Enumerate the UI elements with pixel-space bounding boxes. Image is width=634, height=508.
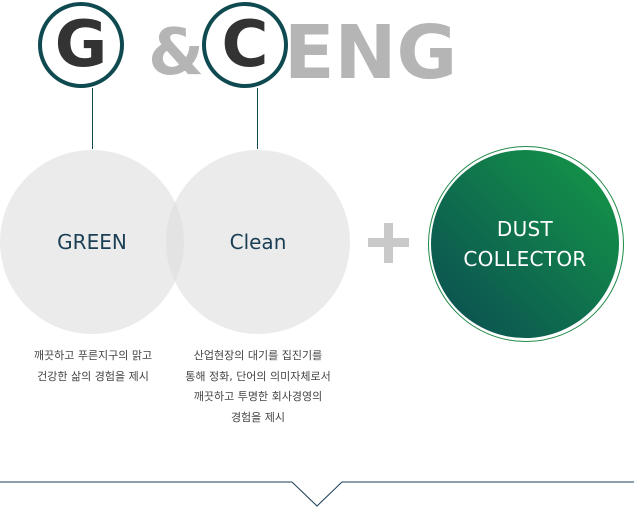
connector-line-c: [257, 88, 258, 149]
dust-collector-circle: DUST COLLECTOR: [431, 150, 619, 338]
green-circle: GREEN: [0, 150, 184, 334]
dust-collector-ring: [428, 146, 624, 342]
connector-line-g: [92, 88, 93, 149]
clean-description: 산업현장의 대기를 집진기를 통해 정화, 단어의 의미자체로서 깨끗하고 투명…: [163, 346, 353, 428]
clean-circle: Clean: [166, 150, 350, 334]
clean-description-line: 경험을 제시: [230, 410, 286, 424]
logo-letter-g: G: [54, 8, 108, 82]
clean-description-line: 산업현장의 대기를 집진기를: [193, 349, 323, 362]
logo-ring-g: G: [38, 2, 124, 88]
logo-ampersand: &: [148, 16, 204, 90]
clean-label: Clean: [229, 230, 287, 254]
clean-description-line: 깨끗하고 투명한 회사경영의: [193, 390, 323, 403]
logo-suffix-eng: ENG: [284, 10, 458, 96]
chevron-down-icon: [0, 481, 634, 507]
clean-description-line: 통해 정화, 단어의 의미자체로서: [185, 369, 331, 383]
logo-ring-c: C: [202, 2, 288, 88]
green-description-line: 건강한 삶의 경험을 제시: [37, 369, 149, 383]
dust-collector-line2: COLLECTOR: [463, 247, 587, 271]
bottom-divider: [0, 481, 634, 507]
logo-letter-c: C: [221, 8, 269, 82]
green-description: 깨끗하고 푸른지구의 맑고 건강한 삶의 경험을 제시: [0, 346, 188, 387]
green-label: GREEN: [57, 230, 127, 254]
dust-collector-line1: DUST: [496, 217, 554, 241]
plus-icon-vertical: [384, 223, 393, 263]
green-description-line: 깨끗하고 푸른지구의 맑고: [33, 349, 153, 362]
